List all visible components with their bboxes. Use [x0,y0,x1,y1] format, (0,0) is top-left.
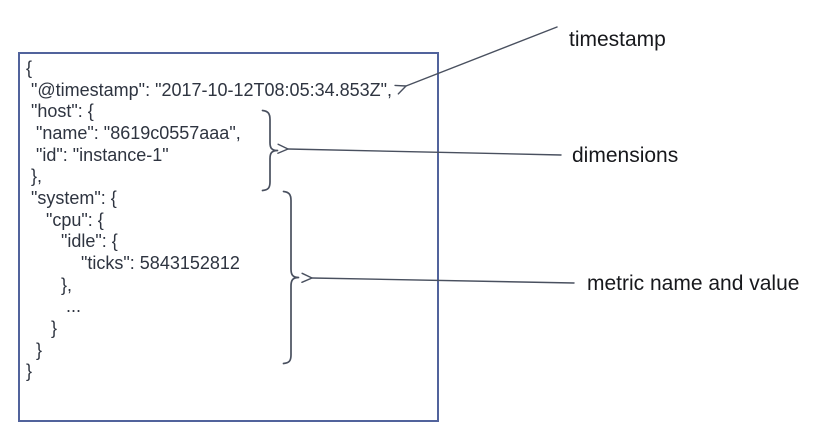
timestamp-label: timestamp [569,28,666,51]
json-document-box: { "@timestamp": "2017-10-12T08:05:34.853… [18,52,439,422]
dimensions-label: dimensions [572,144,679,167]
metric-label: metric name and value [587,272,800,295]
json-code: { "@timestamp": "2017-10-12T08:05:34.853… [26,58,393,382]
